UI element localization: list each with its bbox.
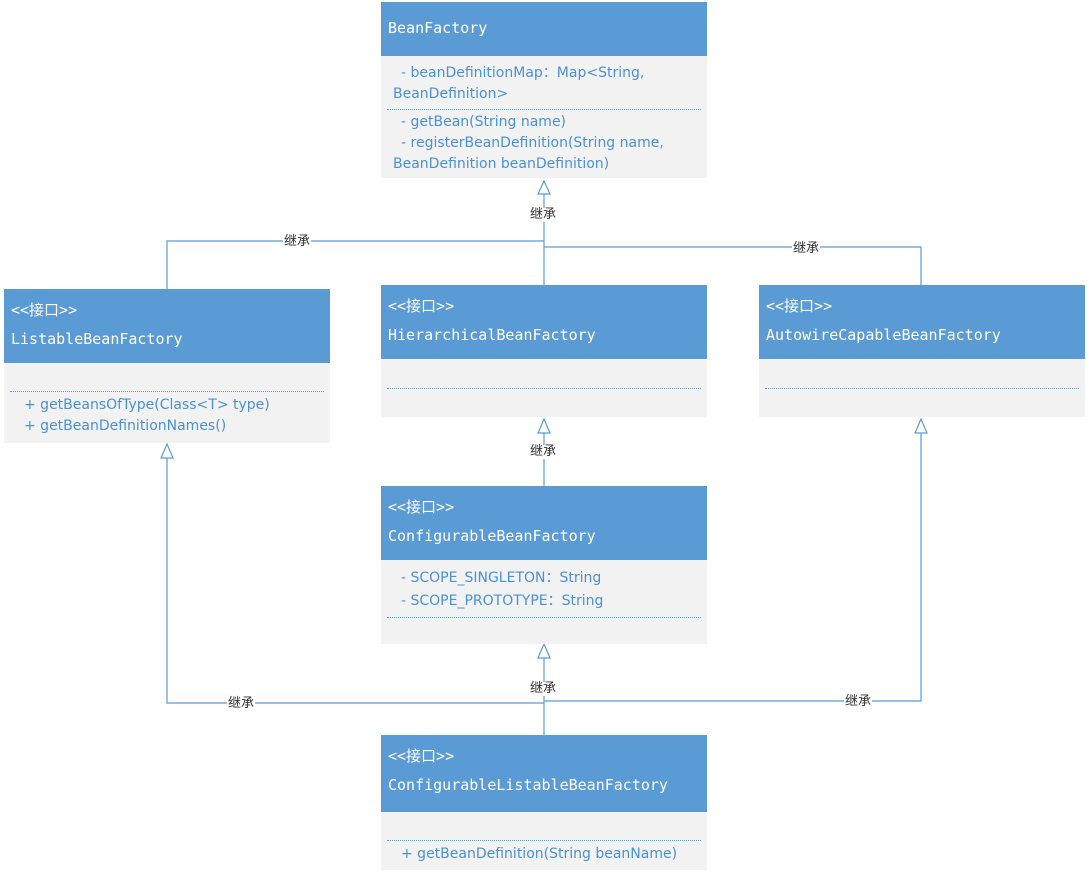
stereotype: <<接口>> (388, 498, 455, 516)
arrowhead-autowire (914, 417, 928, 434)
separator (387, 840, 701, 841)
attribute: - beanDefinitionMap：Map<String, (401, 65, 645, 81)
class-name: ConfigurableListableBeanFactory (388, 776, 668, 794)
class-header: <<接口>> HierarchicalBeanFactory (381, 285, 707, 359)
class-box-listable[interactable]: <<接口>> ListableBeanFactory + getBeansOfT… (4, 289, 330, 443)
class-name: ConfigurableBeanFactory (388, 527, 596, 545)
class-body: + getBeanDefinition(String beanName) (381, 812, 707, 870)
class-box-autowire[interactable]: <<接口>> AutowireCapableBeanFactory (759, 285, 1085, 417)
class-body: - beanDefinitionMap：Map<String, BeanDefi… (381, 56, 707, 178)
arrowhead-hierarchical (537, 417, 551, 434)
separator (387, 617, 701, 618)
arrowhead-listable (160, 442, 174, 459)
class-name: AutowireCapableBeanFactory (766, 326, 1001, 344)
stereotype: <<接口>> (388, 297, 455, 315)
method: - getBean(String name) (401, 114, 567, 130)
class-header: <<接口>> ListableBeanFactory (4, 289, 330, 363)
inherit-line-listable (166, 240, 544, 289)
class-box-configurable-listable[interactable]: <<接口>> ConfigurableListableBeanFactory +… (381, 735, 707, 870)
label-inherit: 继承 (529, 207, 558, 222)
class-name: BeanFactory (388, 19, 488, 37)
class-header: <<接口>> AutowireCapableBeanFactory (759, 285, 1085, 359)
separator (765, 388, 1079, 389)
method: + getBeansOfType(Class<T> type) (24, 397, 270, 413)
inherit-line-autowire (544, 246, 922, 285)
separator (10, 391, 324, 392)
method: + getBeanDefinitionNames() (24, 418, 227, 434)
class-body (381, 359, 707, 417)
arrowhead-configurable (537, 642, 551, 659)
class-header: <<接口>> ConfigurableListableBeanFactory (381, 735, 707, 812)
stereotype: <<接口>> (766, 297, 833, 315)
class-name: ListableBeanFactory (11, 330, 183, 348)
stereotype: <<接口>> (11, 301, 78, 319)
arrowhead-beanfactory (537, 179, 551, 195)
label-inherit: 继承 (529, 444, 558, 459)
label-inherit: 继承 (283, 234, 312, 249)
method: + getBeanDefinition(String beanName) (401, 846, 678, 862)
label-inherit: 继承 (227, 696, 256, 711)
separator (387, 388, 701, 389)
class-header: <<接口>> ConfigurableBeanFactory (381, 486, 707, 560)
class-name: HierarchicalBeanFactory (388, 326, 596, 344)
label-inherit: 继承 (792, 241, 821, 256)
class-box-configurable[interactable]: <<接口>> ConfigurableBeanFactory - SCOPE_S… (381, 486, 707, 644)
method: BeanDefinition beanDefinition) (393, 156, 610, 172)
class-body: + getBeansOfType(Class<T> type) + getBea… (4, 363, 330, 443)
stereotype: <<接口>> (388, 747, 455, 765)
inherit-line-cl-listable (166, 458, 544, 704)
separator (387, 109, 701, 110)
attribute: - SCOPE_SINGLETON：String (401, 570, 602, 586)
attribute: BeanDefinition> (393, 86, 509, 102)
attribute: - SCOPE_PROTOTYPE：String (401, 593, 604, 609)
label-inherit: 继承 (844, 694, 873, 709)
label-inherit: 继承 (529, 681, 558, 696)
class-body (759, 359, 1085, 417)
class-body: - SCOPE_SINGLETON：String - SCOPE_PROTOTY… (381, 560, 707, 644)
method: - registerBeanDefinition(String name, (401, 135, 664, 151)
class-box-hierarchical[interactable]: <<接口>> HierarchicalBeanFactory (381, 285, 707, 417)
inherit-line-cl-autowire (544, 432, 922, 702)
class-box-beanfactory[interactable]: BeanFactory - beanDefinitionMap：Map<Stri… (381, 2, 707, 178)
class-header: BeanFactory (381, 2, 707, 56)
